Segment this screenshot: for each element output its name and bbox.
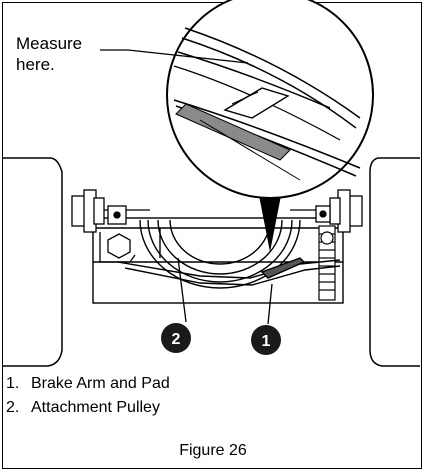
magnified-detail	[166, 0, 374, 199]
figure-border	[2, 2, 422, 469]
figure-caption: Figure 26	[179, 442, 247, 459]
legend-item: 1. Brake Arm and Pad	[6, 372, 406, 396]
frame-rails	[3, 157, 420, 367]
callout-line-1: Measure	[16, 34, 83, 53]
spring	[318, 225, 336, 301]
legend-number: 2.	[6, 399, 20, 416]
measure-callout: Measure here.	[16, 33, 82, 75]
legend-text: Brake Arm and Pad	[31, 375, 170, 392]
legend-item: 2. Attachment Pulley	[6, 396, 406, 420]
callout-badge-2: 2	[161, 257, 191, 353]
attachment-pulley	[139, 219, 301, 289]
legend: 1. Brake Arm and Pad 2. Attachment Pulle…	[6, 372, 406, 420]
brake-arm	[117, 257, 341, 286]
badge-number-1: 1	[262, 333, 271, 350]
callout-leader	[100, 49, 249, 64]
callout-line-2: here.	[16, 55, 55, 74]
legend-number: 1.	[6, 375, 20, 392]
legend-text: Attachment Pulley	[31, 399, 160, 416]
left-hub	[71, 189, 150, 263]
badge-number-2: 2	[172, 331, 181, 348]
right-hub	[290, 189, 363, 233]
callout-badge-1: 1	[251, 283, 281, 355]
